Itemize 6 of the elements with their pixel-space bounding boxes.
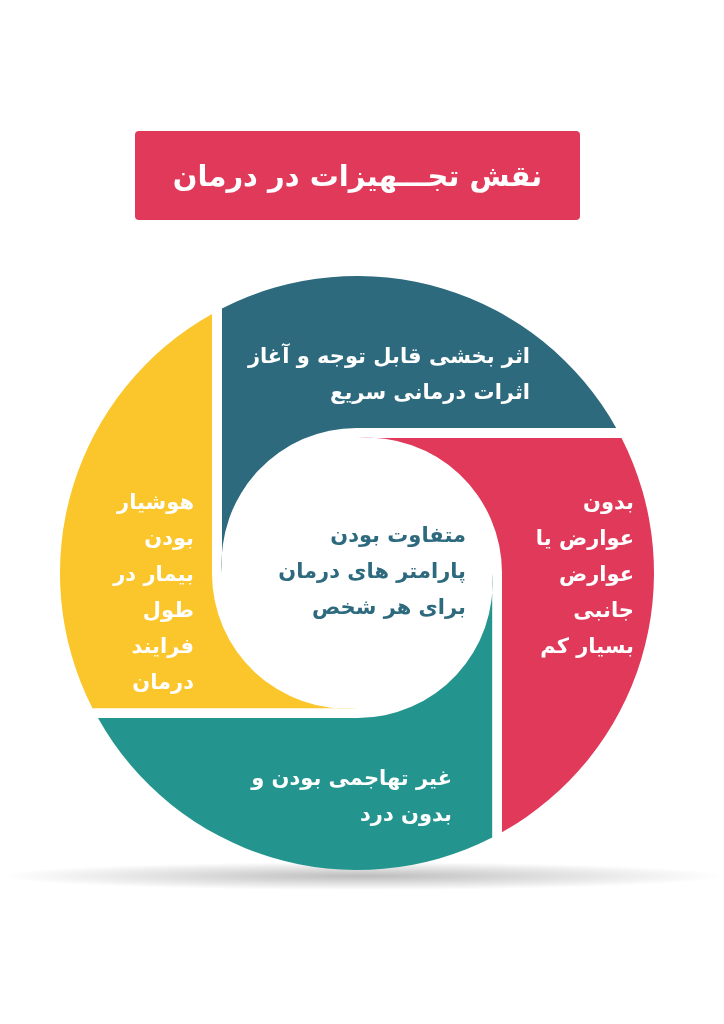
segment-text: غیر تهاجمی بودن و بدون درد xyxy=(249,765,452,828)
title-banner: نقش تجـــهیزات در درمان xyxy=(135,131,580,220)
segment-text: هوشیار بودن بیمار در طول فرایند درمان xyxy=(111,489,194,696)
segment-text: بدون عوارض یا عوارض جانبی بسیار کم xyxy=(534,489,634,660)
center-text: متفاوت بودن پارامتر های درمان برای هر شخص xyxy=(277,522,466,621)
segment-text: اثر بخشی قابل توجه و آغاز اثرات درمانی سریع xyxy=(246,342,530,406)
